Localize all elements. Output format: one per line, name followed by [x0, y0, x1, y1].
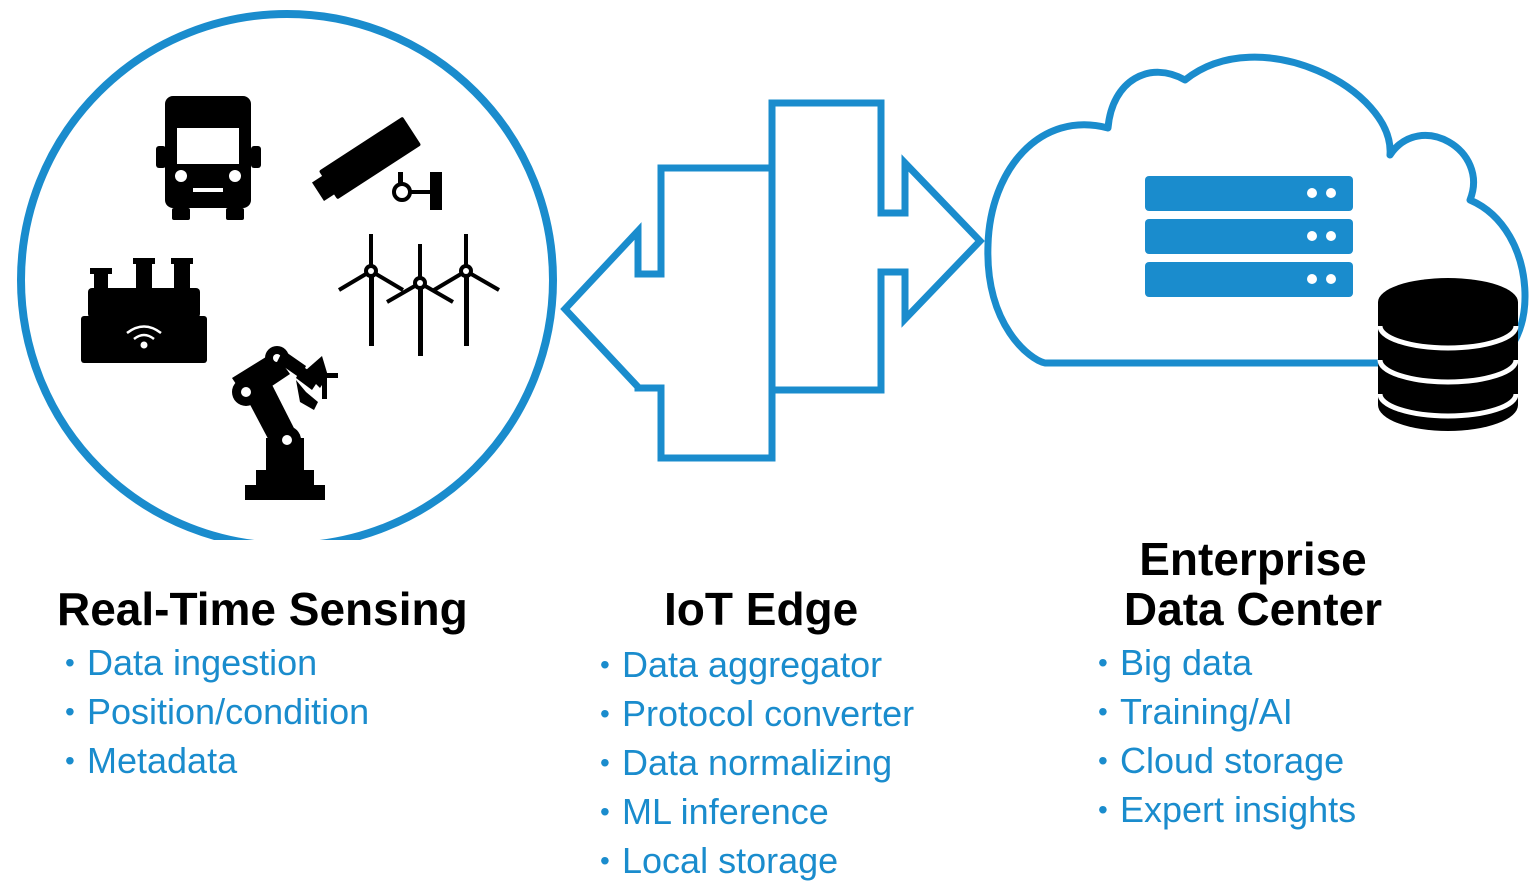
wind-turbines-icon	[337, 234, 500, 356]
list-item: •Protocol converter	[600, 693, 915, 734]
datacenter-section: Enterprise Data Center •Big data •Traini…	[1098, 534, 1408, 834]
datacenter-list: •Big data •Training/AI •Cloud storage •E…	[1098, 638, 1408, 834]
list-item: •Big data	[1098, 642, 1253, 683]
list-item: •Metadata	[65, 740, 238, 781]
sensing-circle	[17, 10, 557, 540]
edge-section: IoT Edge •Data aggregator •Protocol conv…	[600, 584, 914, 885]
datacenter-title-line1: Enterprise	[1139, 533, 1367, 585]
datacenter-title-line2: Data Center	[1123, 583, 1383, 635]
edge-list: •Data aggregator •Protocol converter •Da…	[600, 640, 914, 885]
robot-arm-icon	[232, 346, 338, 500]
list-item: •Position/condition	[65, 691, 370, 732]
list-item: •Training/AI	[1098, 691, 1293, 732]
sensing-section: Real-Time Sensing •Data ingestion •Posit…	[57, 584, 468, 785]
edge-double-arrow	[560, 99, 985, 462]
list-item: •Data ingestion	[65, 642, 318, 683]
sensing-title: Real-Time Sensing	[57, 583, 468, 635]
database-icon	[1377, 278, 1519, 431]
server-rack-icon	[1145, 176, 1353, 297]
sensing-list: •Data ingestion •Position/condition •Met…	[65, 638, 468, 785]
list-item: •Local storage	[600, 840, 839, 881]
datacenter-title: Enterprise Data Center	[1098, 534, 1408, 634]
security-camera-icon	[312, 117, 442, 210]
list-item: •Data aggregator	[600, 644, 883, 685]
truck-icon	[156, 96, 261, 220]
list-item: •Expert insights	[1098, 789, 1357, 830]
list-item: •Cloud storage	[1098, 740, 1345, 781]
list-item: •ML inference	[600, 791, 829, 832]
iot-architecture-diagram	[17, 10, 1529, 540]
iot-gateway-icon	[81, 258, 207, 363]
cloud-icon	[984, 53, 1529, 367]
edge-title: IoT Edge	[664, 583, 859, 635]
list-item: •Data normalizing	[600, 742, 893, 783]
